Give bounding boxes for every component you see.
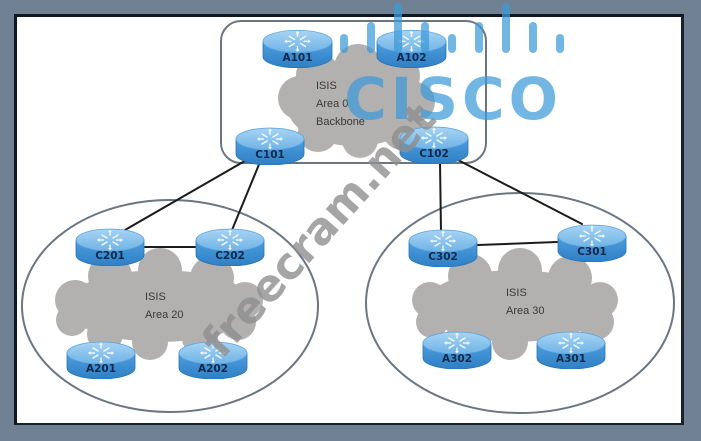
router-label: C102 bbox=[419, 148, 449, 160]
area20-label-line1: ISIS bbox=[145, 291, 166, 303]
router-label: C302 bbox=[428, 251, 458, 263]
router-A301[interactable]: A301 bbox=[536, 331, 606, 369]
router-C201[interactable]: C201 bbox=[75, 228, 145, 266]
router-label: A201 bbox=[86, 363, 116, 375]
router-label: A102 bbox=[396, 52, 426, 64]
area0-label-line1: ISIS bbox=[316, 80, 337, 92]
area0-cloud bbox=[278, 44, 435, 158]
router-label: C202 bbox=[215, 250, 245, 262]
router-A202[interactable]: A202 bbox=[178, 341, 248, 379]
router-A102[interactable]: A102 bbox=[376, 29, 447, 68]
link-c101-c201 bbox=[117, 157, 251, 235]
area20-boundary bbox=[21, 199, 319, 413]
area20-label-line2: Area 20 bbox=[145, 309, 184, 321]
router-label: C101 bbox=[255, 149, 285, 161]
router-label: A202 bbox=[198, 363, 228, 375]
router-C301[interactable]: C301 bbox=[557, 224, 627, 262]
router-C302[interactable]: C302 bbox=[408, 229, 478, 267]
router-A101[interactable]: A101 bbox=[262, 29, 333, 68]
link-c102-c301 bbox=[457, 159, 583, 225]
area30-label-line1: ISIS bbox=[506, 287, 527, 299]
link-c102-c302 bbox=[439, 161, 442, 233]
router-A201[interactable]: A201 bbox=[66, 341, 136, 379]
area30-label-line2: Area 30 bbox=[506, 305, 545, 317]
router-C101[interactable]: C101 bbox=[235, 127, 305, 165]
link-c302-c301 bbox=[477, 241, 558, 246]
cisco-bars-icon bbox=[340, 3, 564, 53]
router-label: A101 bbox=[282, 52, 312, 64]
router-A302[interactable]: A302 bbox=[422, 331, 492, 369]
router-C202[interactable]: C202 bbox=[195, 228, 265, 266]
router-label: C201 bbox=[95, 250, 125, 262]
router-label: A301 bbox=[556, 353, 586, 365]
router-C102[interactable]: C102 bbox=[399, 126, 469, 164]
router-label: A302 bbox=[442, 353, 472, 365]
router-label: C301 bbox=[577, 246, 607, 258]
cisco-logo-watermark: CISCO bbox=[340, 3, 564, 133]
area0-label-line3: Backbone bbox=[316, 116, 365, 128]
cisco-logo-text: CISCO bbox=[344, 65, 562, 133]
link-c101-c202 bbox=[231, 161, 261, 231]
area0-label-line2: Area 0 bbox=[316, 98, 348, 110]
area0-boundary bbox=[220, 20, 487, 164]
